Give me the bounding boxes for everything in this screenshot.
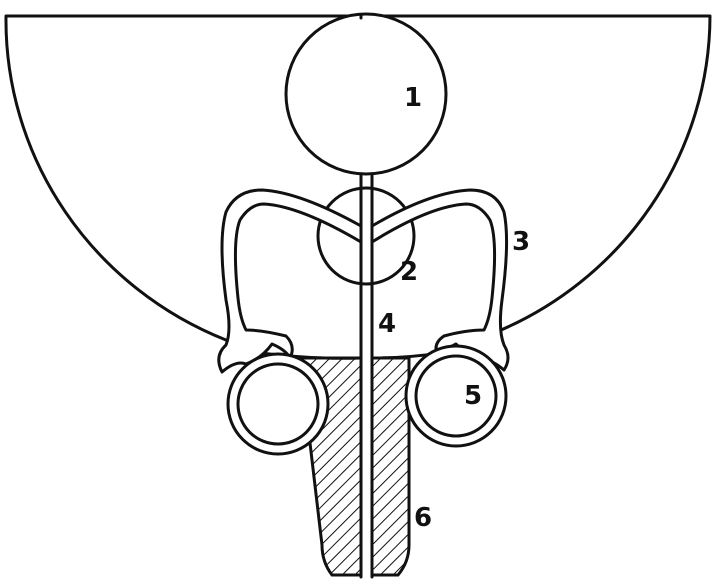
label-4: 4	[378, 309, 396, 339]
left-branch-tube	[219, 190, 361, 372]
left-ring-outer	[228, 354, 328, 454]
label-3: 3	[512, 227, 530, 257]
label-5: 5	[464, 381, 482, 411]
label-2: 2	[400, 257, 418, 287]
label-6: 6	[414, 503, 432, 533]
right-ring-outer	[406, 346, 506, 446]
right-branch-tube	[372, 190, 508, 370]
label-1: 1	[404, 83, 422, 113]
